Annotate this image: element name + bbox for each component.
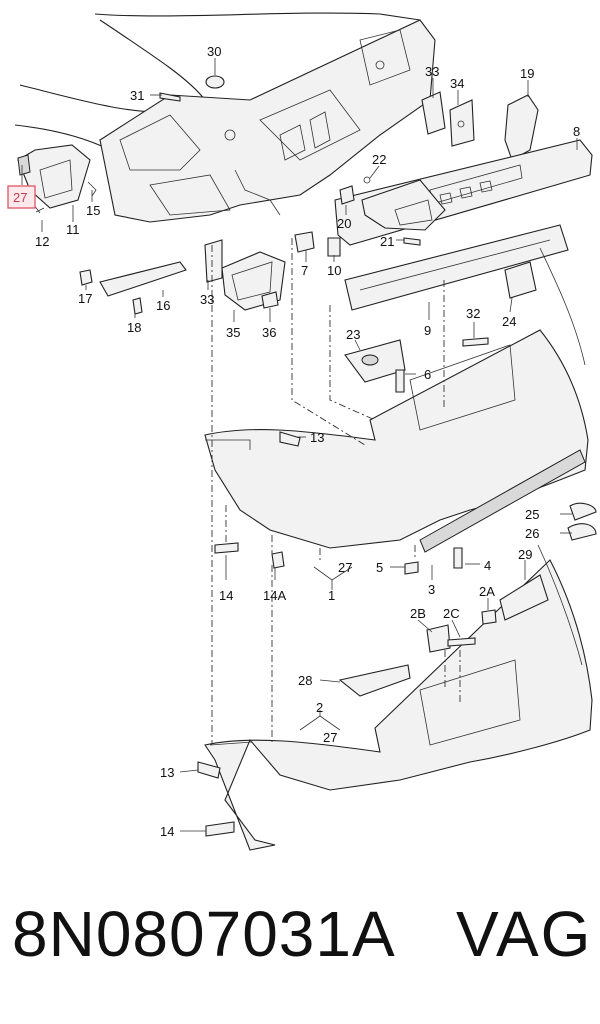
callout-24: 24 [502, 314, 516, 329]
callout-33: 33 [425, 64, 439, 79]
clip-14A [271, 551, 285, 569]
callout-16: 16 [156, 298, 170, 313]
bolt-10 [327, 237, 341, 257]
callout-18: 18 [127, 320, 141, 335]
callout-11: 11 [66, 222, 80, 237]
callout-10: 10 [327, 263, 341, 278]
rear-body-panel [14, 12, 436, 223]
bracket-28 [338, 664, 411, 697]
callout-14A: 14A [263, 588, 286, 603]
callout-25: 25 [525, 507, 539, 522]
part-number: 8N0807031A [12, 898, 396, 970]
leader-lines [21, 58, 578, 832]
reflector-26 [567, 523, 597, 541]
callout-34: 34 [450, 76, 464, 91]
nut-5 [404, 561, 419, 575]
callout-2B: 2B [410, 606, 426, 621]
callout-30: 30 [207, 44, 221, 59]
callout-4: 4 [484, 558, 491, 573]
callout-5: 5 [376, 560, 383, 575]
callout-31: 31 [130, 88, 144, 103]
nut-36 [261, 291, 279, 309]
callout-8: 8 [573, 124, 580, 139]
bracket-29 [499, 574, 549, 621]
bumper-cover-1 [204, 247, 589, 553]
callout-14-lower: 14 [160, 824, 174, 839]
bracket-23 [344, 339, 406, 383]
callout-2C: 2C [443, 606, 460, 621]
callout-15: 15 [86, 203, 100, 218]
callout-29: 29 [518, 547, 532, 562]
callout-13-lower: 13 [160, 765, 174, 780]
guide-bracket-20-22 [339, 176, 446, 246]
nut-7 [294, 231, 315, 253]
clip-30 [205, 75, 225, 89]
bracket-2B [426, 624, 451, 653]
callout-13-upper: 13 [310, 430, 324, 445]
callout-35: 35 [226, 325, 240, 340]
callout-9: 9 [424, 323, 431, 338]
callout-3: 3 [428, 582, 435, 597]
exploded-parts-diagram: 30 31 33 34 19 8 27 15 11 12 22 20 21 7 … [7, 12, 597, 851]
screw-32 [462, 337, 489, 347]
screw-13-lower [197, 761, 221, 779]
callout-33-lower: 33 [200, 292, 214, 307]
callout-20: 20 [337, 216, 351, 231]
callout-labels: 30 31 33 34 19 8 27 15 11 12 22 20 21 7 … [7, 44, 580, 839]
callout-23: 23 [346, 327, 360, 342]
screw-14-upper [214, 542, 239, 554]
screw-14-lower [205, 821, 235, 837]
callout-26: 26 [525, 526, 539, 541]
reflector-25 [569, 502, 597, 521]
callout-22: 22 [372, 152, 386, 167]
callout-28: 28 [298, 673, 312, 688]
clip-2A [481, 609, 497, 625]
bracket-33-34 [421, 91, 475, 147]
callout-6: 6 [424, 367, 431, 382]
impact-absorber [344, 224, 569, 311]
screw-31 [159, 92, 181, 102]
callout-12: 12 [35, 234, 49, 249]
callout-36: 36 [262, 325, 276, 340]
callout-14-upper: 14 [219, 588, 233, 603]
callout-19: 19 [520, 66, 534, 81]
callout-27-group-1: 27 [338, 560, 352, 575]
bracket-19 [504, 94, 539, 161]
callout-27-text: 27 [13, 190, 27, 205]
bumper-cover-2 [204, 544, 593, 851]
callout-27-group-2: 27 [323, 730, 337, 745]
callout-2A: 2A [479, 584, 495, 599]
callout-7: 7 [301, 263, 308, 278]
callout-17: 17 [78, 291, 92, 306]
callout-21: 21 [380, 234, 394, 249]
screw-6 [395, 369, 405, 393]
part-number-footer: 8N0807031A VAG [0, 895, 600, 995]
screw-2C [447, 637, 476, 647]
screw-13-upper [279, 431, 301, 447]
callout-2: 2 [316, 700, 323, 715]
bracket-24 [504, 261, 537, 299]
callout-32: 32 [466, 306, 480, 321]
callout-27-highlighted[interactable]: 27 [7, 185, 36, 209]
alignment-lines [211, 238, 461, 745]
trim-strip-16 [79, 261, 187, 315]
callout-1: 1 [328, 588, 335, 603]
bracket-33-lower [204, 239, 223, 283]
screw-4 [453, 547, 463, 569]
brand-label: VAG [456, 898, 593, 970]
